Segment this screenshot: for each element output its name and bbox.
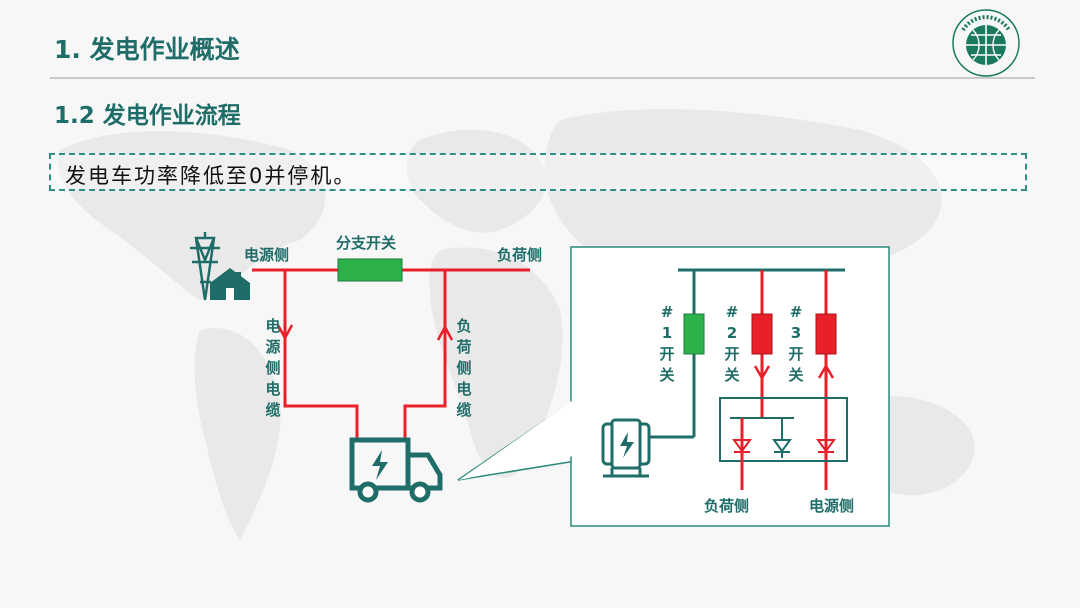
up-arrow-icon: [436, 324, 454, 341]
switch-2: [751, 313, 773, 355]
bolt-icon: [372, 450, 388, 480]
section-subtitle: 1.2 发电作业流程: [54, 103, 241, 129]
source-cable-label: 电源侧电缆: [265, 317, 281, 419]
detail-source-side-label: 电源侧: [809, 497, 855, 515]
page-title: 1. 发电作业概述: [54, 35, 240, 64]
branch-switch: [337, 258, 403, 282]
branch-switch-label: 分支开关: [336, 234, 397, 252]
generator-truck-icon: [349, 437, 443, 503]
switch-1: [683, 313, 705, 355]
down-arrow-icon: [276, 324, 294, 341]
switch-3-label: #3开关: [788, 303, 804, 384]
switch-1-label: #1开关: [659, 303, 675, 384]
load-side-label: 负荷侧: [497, 246, 543, 264]
switch-3: [815, 313, 837, 355]
house-icon: [210, 268, 250, 300]
source-side-label: 电源侧: [244, 246, 290, 264]
down-arrow-icon: [753, 365, 771, 381]
bolt-icon: [620, 432, 634, 458]
load-cable-label: 负荷侧电缆: [456, 317, 472, 419]
note-box: 发电车功率降低至0并停机。: [49, 153, 1027, 191]
up-arrow-icon: [817, 363, 835, 379]
title-divider: [50, 77, 1035, 79]
detail-panel: [457, 246, 890, 527]
state-grid-logo-icon: [952, 9, 1020, 77]
detail-load-side-label: 负荷侧: [704, 497, 750, 515]
ring-main-unit: [719, 397, 848, 462]
power-tower-icon: [190, 232, 220, 301]
switch-2-label: #2开关: [724, 303, 740, 384]
note-text: 发电车功率降低至0并停机。: [65, 164, 357, 188]
